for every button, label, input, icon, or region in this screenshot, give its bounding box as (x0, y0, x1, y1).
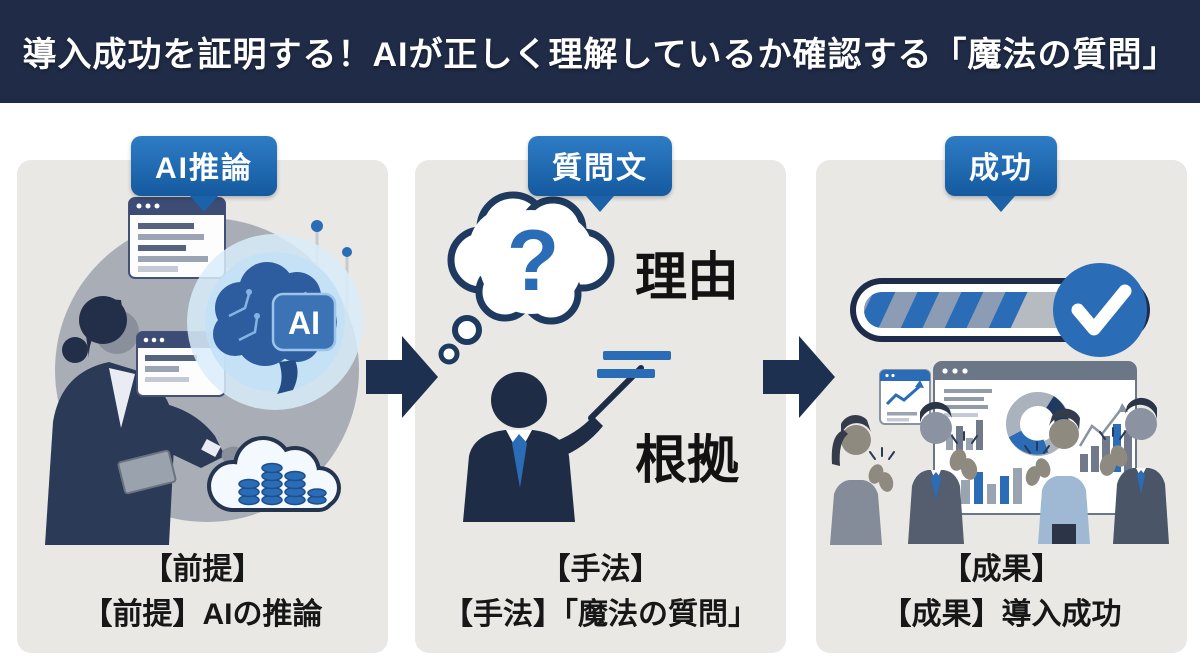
question-mark-label: ? (507, 213, 560, 309)
success-illustration (830, 263, 1169, 545)
caption-line-2: 【前提】AIの推論 (82, 598, 323, 631)
panel-method: ? 理由 根拠 【手法】 【手法】「魔法の質問」 (415, 160, 786, 653)
panel-premise: AI 【前提】 (17, 160, 388, 653)
arrow-right-icon (366, 336, 438, 418)
businesswoman-silhouette (45, 296, 243, 545)
caption-method: 【手法】 【手法】「魔法の質問」 (415, 547, 786, 637)
caption-result: 【成果】 【成果】導入成功 (816, 547, 1187, 637)
arrow-right-icon (763, 336, 835, 418)
thought-bubble-icon: ? (438, 191, 615, 365)
caption-premise: 【前提】 【前提】AIの推論 (17, 547, 388, 637)
caption-line-1: 【前提】 (142, 553, 263, 586)
checkmark-icon (1053, 263, 1147, 357)
ai-chip-label: AI (288, 305, 320, 341)
data-cloud-icon (207, 436, 341, 512)
applauding-people (830, 397, 1169, 545)
reason-label: 理由 (635, 249, 739, 307)
mini-chart-card-icon (879, 369, 931, 425)
caption-line-2: 【成果】導入成功 (881, 598, 1122, 631)
evidence-label: 根拠 (635, 432, 740, 490)
ai-brain-icon: AI (187, 234, 363, 410)
ai-inference-illustration: AI (45, 197, 363, 545)
step-badge-question: 質問文 (528, 136, 672, 196)
panel-result: 【成果】 【成果】導入成功 (816, 160, 1187, 653)
emphasis-lines-icon (597, 351, 671, 378)
page-title: 導入成功を証明する！AIが正しく理解しているか確認する「魔法の質問」 (22, 36, 1178, 74)
step-badge-success: 成功 (945, 136, 1057, 196)
presenter-silhouette-icon (463, 365, 644, 522)
step-badge-ai-inference: AI推論 (131, 136, 277, 196)
mini-bar-chart-icon (946, 420, 983, 450)
magic-question-illustration: ? 理由 根拠 (438, 191, 740, 522)
header-banner: 導入成功を証明する！AIが正しく理解しているか確認する「魔法の質問」 (0, 0, 1200, 103)
coin-stacks-icon (238, 462, 327, 506)
caption-line-2: 【手法】「魔法の質問」 (443, 598, 758, 631)
caption-line-1: 【成果】 (941, 553, 1062, 586)
caption-line-1: 【手法】 (540, 553, 661, 586)
